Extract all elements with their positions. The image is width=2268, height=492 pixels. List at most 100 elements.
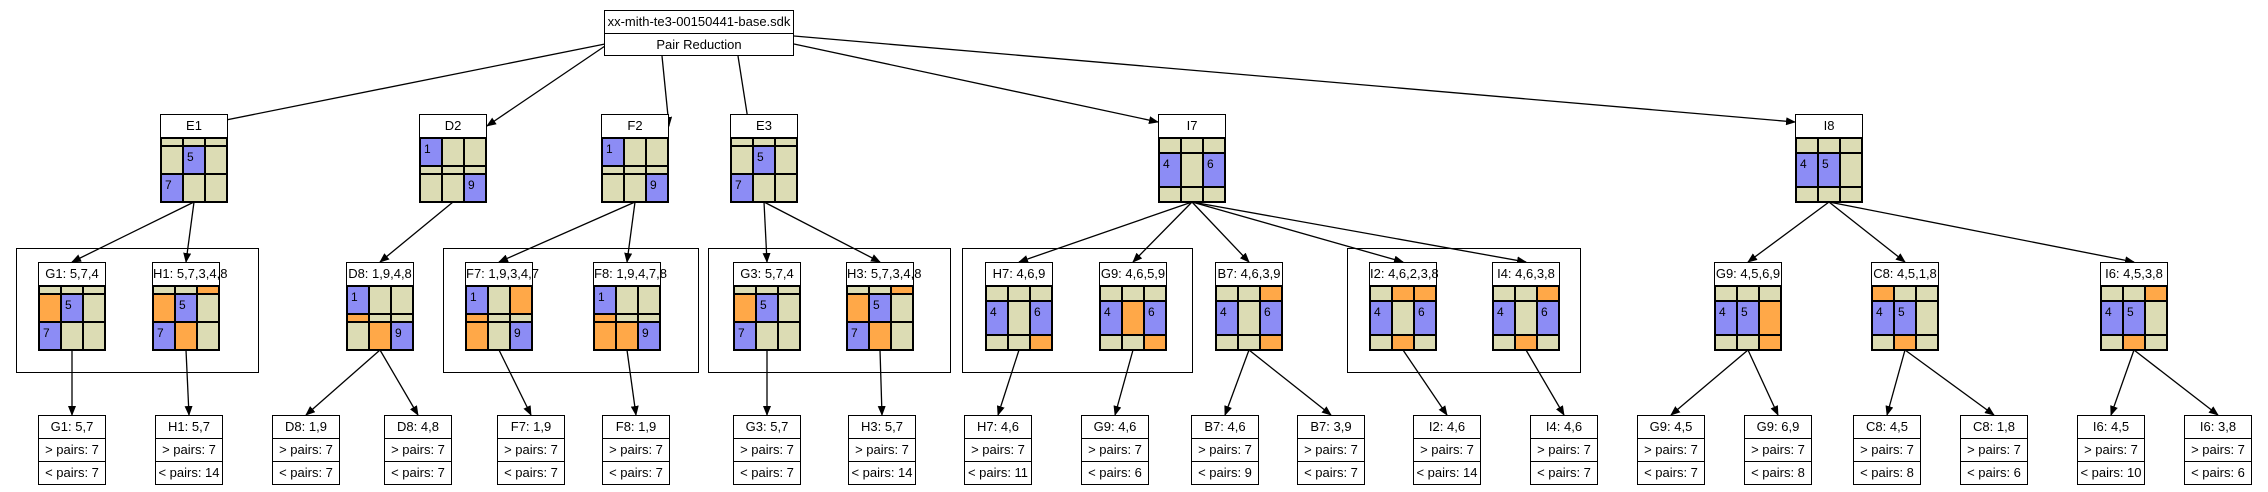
grid-cell: 4 xyxy=(2101,300,2123,336)
cluster-g3-h3 xyxy=(708,248,951,373)
grid-cell xyxy=(731,138,753,146)
grid-cell xyxy=(1414,286,1436,301)
grid-cell xyxy=(1796,187,1818,202)
grid-cell xyxy=(2145,335,2167,350)
root-subtitle: Pair Reduction xyxy=(656,37,742,52)
edge-root-i8 xyxy=(793,35,1796,126)
grid-cell xyxy=(616,314,638,322)
leaf-title: H1: 5,7 xyxy=(168,419,210,434)
grid-cell: 9 xyxy=(464,174,486,202)
grid-cell xyxy=(1370,335,1392,350)
leaf-node: G9: 4,5> pairs: 7< pairs: 7 xyxy=(1637,415,1705,485)
leaf-less-pairs: < pairs: 7 xyxy=(1298,461,1364,484)
edge-i7-g9 xyxy=(1132,201,1193,263)
leaf-node: B7: 3,9> pairs: 7< pairs: 7 xyxy=(1297,415,1365,485)
grid-cell xyxy=(1008,300,1030,336)
grid-cell: 7 xyxy=(731,174,753,202)
grid-cell: 4 xyxy=(1370,300,1392,336)
leaf-less-pairs: < pairs: 11 xyxy=(965,461,1031,484)
grid-cell xyxy=(1916,286,1938,301)
grid-cell: 5 xyxy=(756,294,778,322)
grid-cell xyxy=(1840,138,1862,153)
edge-i7-h7 xyxy=(1018,201,1193,263)
grid-cell: 1 xyxy=(466,286,488,314)
grid-cell xyxy=(891,322,913,350)
grid-cell xyxy=(1872,335,1894,350)
grid-cell xyxy=(464,166,486,174)
grid-cell xyxy=(734,286,756,294)
grid-cell xyxy=(624,166,646,174)
grid-cell xyxy=(369,286,391,314)
grid-cell xyxy=(1759,300,1781,336)
grid-cell xyxy=(1537,286,1559,301)
grid-cell xyxy=(510,286,532,314)
grid-cell xyxy=(1818,138,1840,153)
leaf-title: H7: 4,6 xyxy=(977,419,1019,434)
leaf-title: H3: 5,7 xyxy=(861,419,903,434)
root-node: xx-mith-te3-00150441-base.sdk Pair Reduc… xyxy=(604,10,794,56)
grid-cell xyxy=(778,294,800,322)
leaf-title: G9: 4,5 xyxy=(1649,419,1693,434)
leaf-less-pairs: < pairs: 14 xyxy=(1414,461,1480,484)
grid-cell xyxy=(891,286,913,294)
grid-cell xyxy=(2101,286,2123,301)
grid-cell xyxy=(2123,286,2145,301)
grid-cell xyxy=(1238,300,1260,336)
grid-cell xyxy=(775,138,797,146)
leaf-title: D8: 1,9 xyxy=(285,419,327,434)
grid-cell xyxy=(1144,286,1166,301)
node-title: G9: 4,5,6,9 xyxy=(1714,262,1782,285)
leaf-less-pairs: < pairs: 7 xyxy=(273,461,339,484)
leaf-greater-pairs: > pairs: 7 xyxy=(385,438,451,461)
leaf-greater-pairs: > pairs: 7 xyxy=(1414,438,1480,461)
grid-cell xyxy=(1122,286,1144,301)
leaf-title: I2: 4,6 xyxy=(1428,419,1466,434)
leaf-greater-pairs: > pairs: 7 xyxy=(2078,438,2144,461)
grid-cell: 7 xyxy=(847,322,869,350)
grid-cell xyxy=(83,286,105,294)
leaf-less-pairs: < pairs: 7 xyxy=(603,461,669,484)
grid-cell xyxy=(1030,335,1052,350)
node-title: I2: 4,6,2,3,8 xyxy=(1369,262,1439,285)
grid-cell: 7 xyxy=(153,322,175,350)
grid-cell xyxy=(1238,286,1260,301)
grid-cell xyxy=(1493,286,1515,301)
edge-h3-leaf7 xyxy=(877,349,886,416)
edge-f2-f7 xyxy=(498,201,636,263)
grid-cell xyxy=(197,294,219,322)
grid-cell xyxy=(153,286,175,294)
node-title: I7 xyxy=(1158,114,1226,137)
leaf-greater-pairs: > pairs: 7 xyxy=(1298,438,1364,461)
grid-cell xyxy=(1916,335,1938,350)
edge-root-i7 xyxy=(793,43,1159,125)
edge-e1-g1 xyxy=(71,201,195,263)
leaf-less-pairs: < pairs: 8 xyxy=(1854,461,1920,484)
leaf-less-pairs: < pairs: 7 xyxy=(39,461,105,484)
grid-cell xyxy=(756,322,778,350)
grid-cell: 1 xyxy=(420,138,442,166)
grid-cell: 1 xyxy=(594,286,616,314)
grid-cell xyxy=(197,286,219,294)
node-title: E3 xyxy=(730,114,798,137)
node-title: B7: 4,6,3,9 xyxy=(1215,262,1283,285)
node-title: D2 xyxy=(419,114,487,137)
grid-cell xyxy=(2145,300,2167,336)
node-title: F7: 1,9,3,4,7 xyxy=(465,262,539,285)
grid-cell xyxy=(1392,335,1414,350)
leaf-node: F8: 1,9> pairs: 7< pairs: 7 xyxy=(602,415,670,485)
grid-cell: 6 xyxy=(1414,300,1436,336)
edge-d8-leaf2 xyxy=(305,349,381,416)
node-title: F2 xyxy=(601,114,669,137)
leaf-less-pairs: < pairs: 10 xyxy=(2078,461,2144,484)
